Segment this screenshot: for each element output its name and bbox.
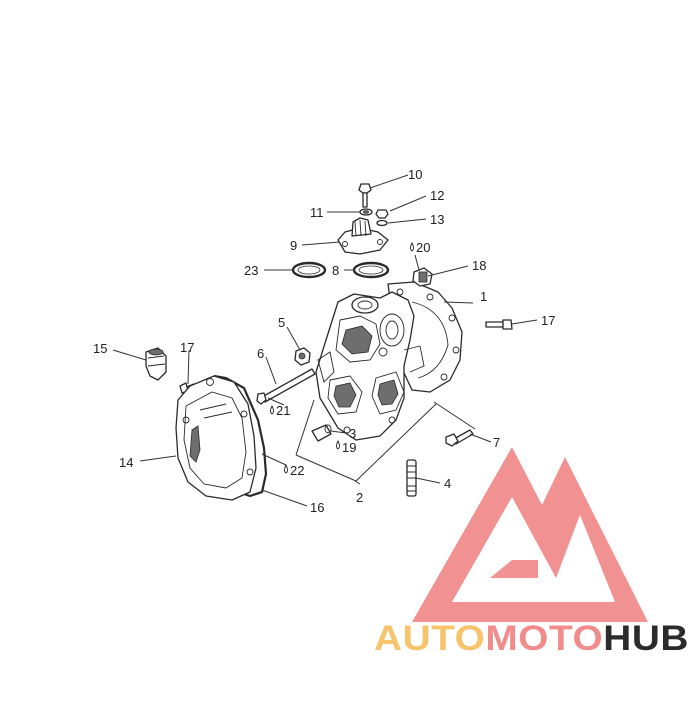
callout-10: 10 (408, 167, 422, 182)
dowel-part-3 (311, 424, 332, 442)
watermark-brand-hub: HUB (603, 619, 689, 658)
leader-lines (112, 174, 538, 507)
callout-2: 2 (356, 490, 363, 505)
o-ring-part-23 (291, 261, 327, 279)
long-stud-part-6 (256, 368, 316, 405)
callout-7: 7 (493, 435, 500, 450)
nut-part-5 (294, 347, 311, 366)
callout-16: 16 (310, 500, 324, 515)
callout-13: 13 (430, 212, 444, 227)
cap-part-15 (145, 347, 167, 381)
callout-labels: 1 2 3 4 5 6 7 8 9 10 11 12 13 14 15 16 1… (93, 167, 555, 515)
callout-19: 19 (342, 440, 356, 455)
callout-8: 8 (332, 263, 339, 278)
callout-6: 6 (257, 346, 264, 361)
drop-icon-20 (410, 241, 414, 252)
o-ring-part-8 (352, 261, 390, 279)
callout-18: 18 (472, 258, 486, 273)
sealant-drop-icons (270, 241, 414, 474)
washer-part-13 (376, 219, 388, 227)
callout-3: 3 (349, 426, 356, 441)
watermark-brand-auto: AUTO (374, 619, 485, 658)
washer-part-11 (359, 208, 373, 216)
callout-15: 15 (93, 341, 107, 356)
cylinder-body-part (315, 281, 463, 441)
callout-1: 1 (480, 289, 487, 304)
callout-20: 20 (416, 240, 430, 255)
drop-icon-22 (284, 463, 288, 474)
watermark-logo-mark (412, 447, 648, 622)
callout-5: 5 (278, 315, 285, 330)
bolt-part-7 (445, 429, 474, 447)
drop-icon-19 (336, 439, 340, 450)
callout-17-left: 17 (180, 340, 194, 355)
temperature-sensor-part-18 (412, 267, 433, 287)
callout-14: 14 (119, 455, 133, 470)
group-bracket-2 (295, 399, 476, 482)
callout-11: 11 (310, 205, 324, 220)
callout-4: 4 (444, 476, 451, 491)
bolt-part-10 (358, 183, 372, 208)
bolt-part-17-right (485, 319, 513, 330)
callout-12: 12 (430, 188, 444, 203)
callout-22: 22 (290, 463, 304, 478)
callout-17-right: 17 (541, 313, 555, 328)
callout-9: 9 (290, 238, 297, 253)
thermostat-cover-part (337, 217, 389, 255)
watermark-brand-moto: MOTO (485, 619, 603, 658)
head-cover-part-14 (175, 375, 257, 501)
stud-part-4 (406, 459, 417, 497)
drop-icon-21 (270, 404, 274, 415)
callout-23: 23 (244, 263, 258, 278)
callout-21: 21 (276, 403, 290, 418)
bleed-screw-part-12 (375, 209, 389, 219)
